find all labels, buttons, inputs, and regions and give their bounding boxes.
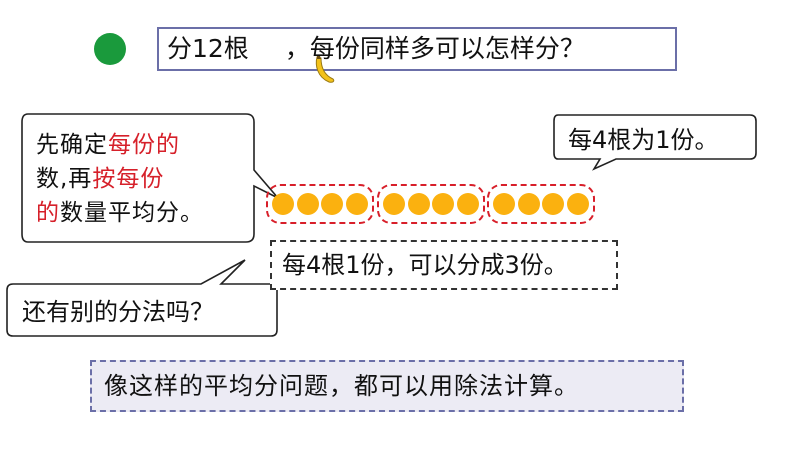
orange-dot [383, 193, 406, 215]
bubble-left-line-2: 数,再按每份 [36, 162, 256, 196]
orange-dot [542, 193, 565, 215]
orange-dot [272, 193, 295, 215]
line3-plain: 数量平均分。 [60, 200, 204, 226]
question-box: 分12根 ，每份同样多可以怎样分？ [157, 27, 677, 71]
orange-dot [493, 193, 516, 215]
dot-group-1 [266, 184, 374, 224]
line3-highlight: 的 [36, 200, 60, 226]
conclusion-box: 像这样的平均分问题，都可以用除法计算。 [90, 360, 684, 412]
bubble-bottom-text: 还有别的分法吗？ [22, 298, 214, 326]
orange-dot [345, 193, 368, 215]
line2-highlight: 按每份 [92, 166, 165, 192]
dot-group-3 [487, 184, 595, 224]
orange-dot [566, 193, 589, 215]
line1-highlight: 每份的 [108, 132, 180, 158]
orange-dot [456, 193, 479, 215]
banana-icon [315, 56, 335, 83]
line1-plain: 先确定 [36, 132, 108, 158]
line2-plain: 数,再 [36, 166, 93, 192]
dot-group-2 [377, 184, 485, 224]
question-prefix: 分12根 [167, 34, 249, 63]
orange-dot [517, 193, 540, 215]
question-suffix: ，每份同样多可以怎样分？ [284, 34, 585, 63]
orange-dot [296, 193, 319, 215]
bubble-left-line-1: 先确定每份的 [36, 128, 256, 162]
green-dot-icon [94, 33, 126, 65]
bubble-left-line-3: 的数量平均分。 [36, 196, 256, 230]
bubble-right-text: 每4根为1份。 [568, 126, 719, 154]
speech-bubble-right [553, 114, 757, 171]
orange-dot [432, 193, 455, 215]
orange-dot [407, 193, 430, 215]
answer-box: 每4根1份，可以分成3份。 [270, 240, 618, 290]
speech-bubble-left [21, 113, 279, 243]
orange-dot [321, 193, 344, 215]
bubble-left-text: 先确定每份的 数,再按每份 的数量平均分。 [36, 128, 256, 230]
